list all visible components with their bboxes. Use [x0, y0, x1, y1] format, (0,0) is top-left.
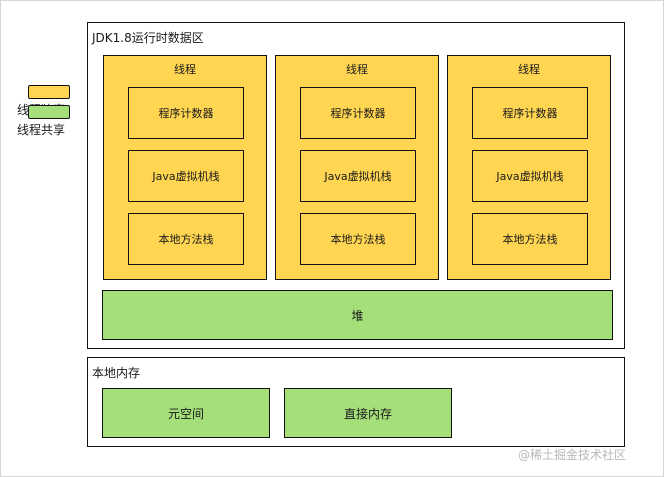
program-counter-2: 程序计数器 [300, 87, 416, 139]
thread-box-1: 线程 程序计数器 Java虚拟机栈 本地方法栈 [103, 55, 267, 280]
jdk-runtime-title: JDK1.8运行时数据区 [92, 31, 204, 45]
watermark-text: @稀土掘金技术社区 [518, 448, 627, 462]
thread-box-3: 线程 程序计数器 Java虚拟机栈 本地方法栈 [447, 55, 611, 280]
thread-title-1: 线程 [174, 63, 196, 76]
native-method-stack-1: 本地方法栈 [128, 213, 244, 265]
legend-label-shared: 线程共享 [17, 123, 66, 137]
legend-swatch-shared [28, 105, 70, 119]
program-counter-1: 程序计数器 [128, 87, 244, 139]
jvm-stack-1: Java虚拟机栈 [128, 150, 244, 202]
native-memory-title: 本地内存 [92, 366, 141, 380]
thread-title-3: 线程 [518, 63, 540, 76]
thread-box-2: 线程 程序计数器 Java虚拟机栈 本地方法栈 [275, 55, 439, 280]
thread-title-2: 线程 [346, 63, 368, 76]
program-counter-3: 程序计数器 [472, 87, 588, 139]
jvm-stack-3: Java虚拟机栈 [472, 150, 588, 202]
native-method-stack-2: 本地方法栈 [300, 213, 416, 265]
legend-swatch-private [28, 85, 70, 99]
direct-memory-box: 直接内存 [284, 388, 452, 438]
metaspace-box: 元空间 [102, 388, 270, 438]
heap-box: 堆 [102, 290, 613, 340]
jvm-stack-2: Java虚拟机栈 [300, 150, 416, 202]
native-method-stack-3: 本地方法栈 [472, 213, 588, 265]
